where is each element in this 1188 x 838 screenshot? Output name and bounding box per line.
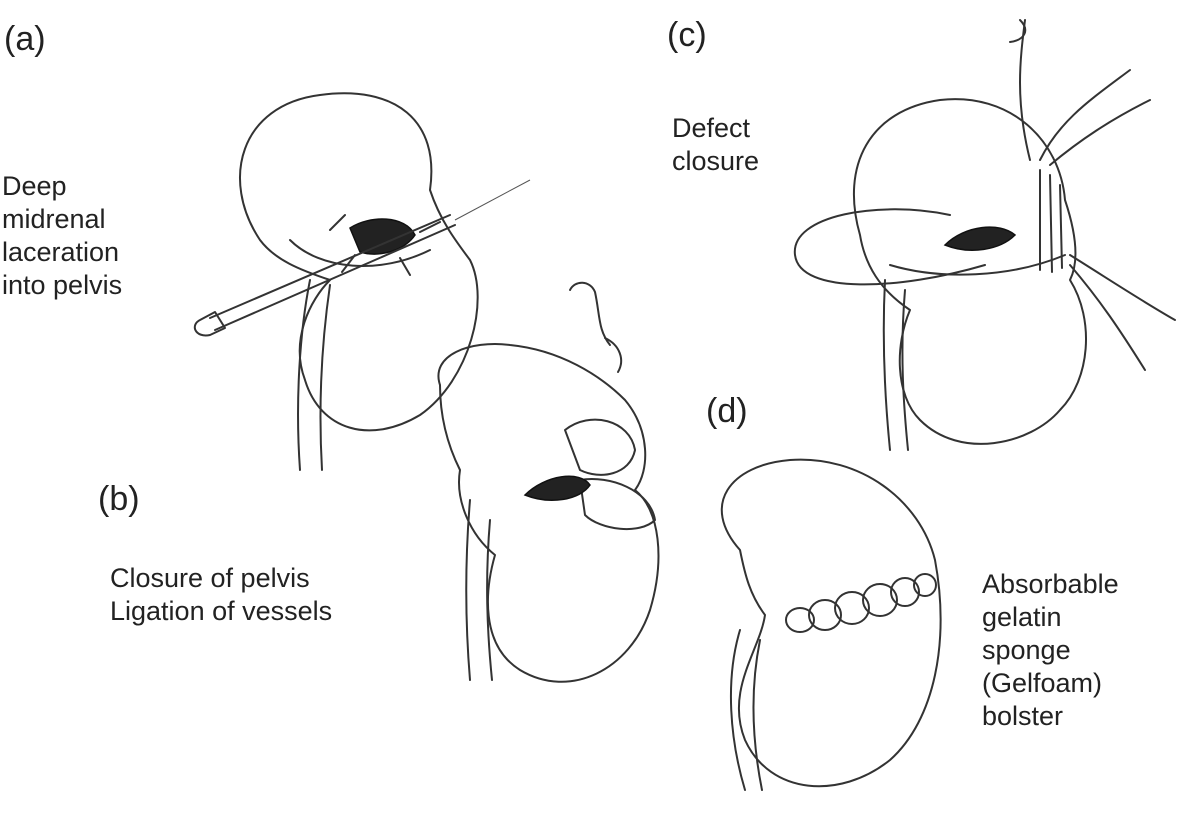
caption-c-line: Defect xyxy=(672,113,751,143)
kidney-sutured-drawing xyxy=(793,19,1176,451)
caption-b: Closure of pelvis Ligation of vessels xyxy=(110,562,332,628)
caption-b-line: Ligation of vessels xyxy=(110,595,333,626)
probe-instrument xyxy=(193,179,531,337)
caption-a-line: midrenal xyxy=(2,203,106,234)
kidney-opened-drawing xyxy=(437,281,660,683)
caption-d: Absorbable gelatin sponge (Gelfoam) bols… xyxy=(982,568,1119,733)
panel-label-d: (d) xyxy=(706,392,748,430)
kidney-bolster-drawing xyxy=(720,458,942,791)
caption-a-line: into pelvis xyxy=(2,269,123,300)
caption-b-line: Closure of pelvis xyxy=(110,563,310,593)
caption-a-line: Deep xyxy=(2,171,67,201)
caption-d-line: gelatin xyxy=(982,601,1062,632)
caption-c: Defect closure xyxy=(672,112,759,178)
caption-c-line: closure xyxy=(672,145,760,176)
caption-d-line: (Gelfoam) xyxy=(982,667,1103,698)
caption-d-line: bolster xyxy=(982,700,1064,731)
kidney-lacerated-drawing xyxy=(193,92,531,471)
panel-label-a: (a) xyxy=(4,20,46,58)
caption-d-line: sponge xyxy=(982,634,1071,665)
caption-a: Deep midrenal laceration into pelvis xyxy=(2,170,122,302)
panel-label-b: (b) xyxy=(98,480,140,518)
panel-label-c: (c) xyxy=(667,16,707,54)
caption-a-line: laceration xyxy=(2,236,120,267)
caption-d-line: Absorbable xyxy=(982,569,1119,599)
gelfoam-bolster xyxy=(785,573,937,633)
